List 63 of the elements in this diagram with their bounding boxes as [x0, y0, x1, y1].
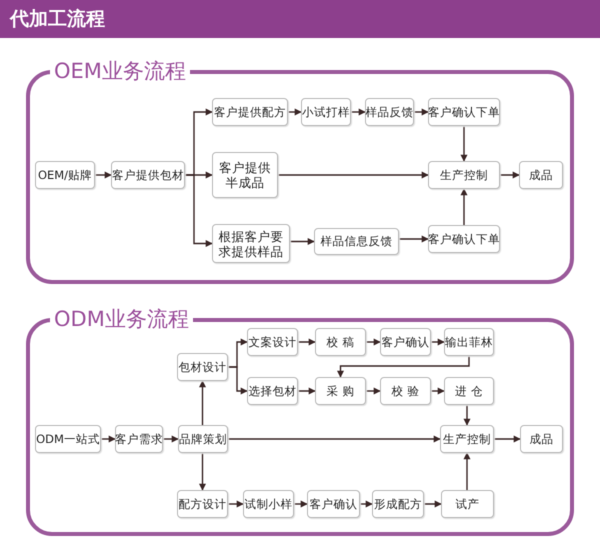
process-box: 客户提供配方	[212, 98, 288, 126]
process-box: 客户确认下单	[428, 98, 500, 126]
arrow	[414, 108, 429, 116]
arrow	[101, 436, 116, 442]
process-box: 根据客户要求提供样品	[212, 224, 290, 263]
process-box: 客户确认下单	[428, 225, 500, 253]
process-box: 样品反馈	[365, 98, 414, 126]
arrow	[278, 172, 429, 178]
process-box: 选择包材	[247, 377, 298, 405]
arrow	[431, 388, 445, 394]
process-box: ODM一站式	[35, 425, 101, 453]
arrow	[399, 236, 429, 242]
process-box: 品牌策划	[178, 425, 228, 453]
process-box: 客户确认	[380, 328, 431, 356]
arrow	[366, 338, 381, 346]
process-box: OEM/贴牌	[35, 161, 95, 189]
arrow	[500, 172, 520, 178]
arrow	[294, 500, 308, 508]
process-box: 校 验	[380, 377, 431, 405]
arrow	[228, 366, 248, 394]
arrow	[185, 174, 213, 247]
title-bar: 代加工流程	[0, 0, 600, 38]
process-box: 生产控制	[440, 425, 494, 453]
arrow	[460, 188, 468, 225]
arrow	[337, 356, 470, 378]
process-box: 成品	[519, 161, 563, 189]
arrow	[360, 500, 373, 508]
arrow	[366, 388, 381, 394]
arrow	[228, 436, 441, 442]
process-box: 客户提供半成品	[212, 152, 278, 198]
process-box: 采 购	[315, 377, 366, 405]
arrow	[351, 108, 366, 116]
arrow	[199, 453, 206, 491]
process-box: 生产控制	[428, 161, 500, 189]
arrow	[298, 388, 316, 394]
arrow	[298, 338, 316, 346]
process-box: 成品	[520, 425, 563, 453]
process-box: 文案设计	[247, 328, 298, 356]
process-box: 客户确认	[307, 490, 360, 518]
arrow	[95, 172, 112, 178]
process-box: 客户提供包材	[111, 161, 185, 189]
arrow	[464, 452, 470, 490]
arrow	[163, 436, 179, 442]
process-box: 形成配方	[372, 490, 424, 518]
process-box: 试制小样	[243, 490, 294, 518]
arrow	[424, 500, 442, 508]
process-box: 试产	[441, 490, 494, 518]
arrow	[290, 238, 315, 245]
process-box: 包材设计	[177, 353, 228, 381]
process-box: 客户需求	[115, 425, 163, 453]
arrow	[228, 500, 244, 508]
arrow	[464, 405, 470, 426]
process-box: 小试打样	[301, 98, 351, 126]
arrow	[460, 126, 468, 162]
arrow	[431, 338, 445, 346]
process-box: 配方设计	[177, 490, 228, 518]
arrow	[199, 380, 206, 425]
arrow	[288, 108, 302, 116]
process-box: 进 仓	[444, 377, 494, 405]
process-box: 输出菲林	[444, 328, 494, 356]
process-box: 样品信息反馈	[314, 228, 399, 255]
process-box: 校 稿	[315, 328, 366, 356]
arrow	[494, 436, 521, 442]
